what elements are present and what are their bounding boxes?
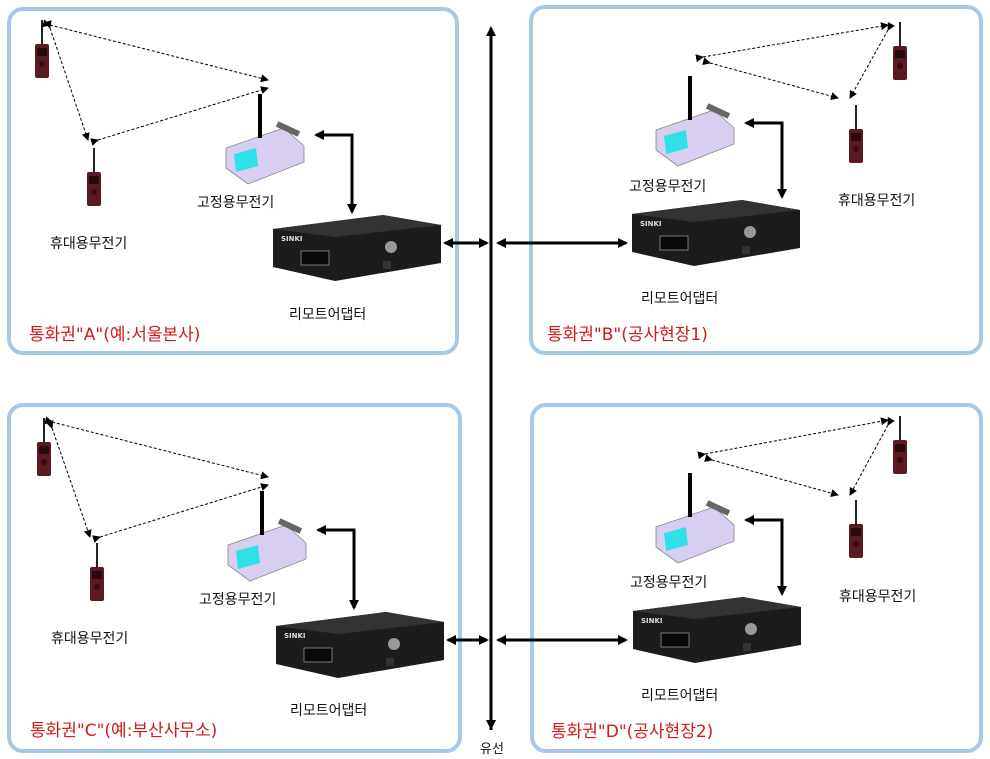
- remote-adapter-label: 리모트어댑터: [289, 307, 367, 323]
- fixed-radio-label: 고정용무전기: [630, 575, 708, 591]
- fixed-radio-label: 고정용무전기: [199, 592, 277, 608]
- zone-d-box: [530, 403, 983, 753]
- fixed-radio-icon: [655, 75, 735, 167]
- wire-label: 유선: [480, 742, 504, 757]
- portable-radio-icon: [90, 543, 104, 601]
- remote-adapter-label: 리모트어댑터: [290, 703, 368, 719]
- remote-adapter-label: 리모트어댑터: [641, 291, 719, 307]
- portable-radio-icon: [893, 22, 907, 80]
- remote-adapter-icon: [631, 199, 801, 267]
- remote-adapter-icon: [272, 214, 442, 282]
- fixed-radio-label: 고정용무전기: [629, 179, 707, 195]
- portable-radio-icon: [849, 105, 863, 163]
- portable-radio-icon: [35, 20, 49, 78]
- zone-title: 통화권"D"(공사현장2): [551, 722, 714, 742]
- remote-adapter-label: 리모트어댑터: [641, 688, 719, 704]
- zone-title: 통화권"B"(공사현장1): [547, 325, 708, 345]
- fixed-radio-label: 고정용무전기: [197, 195, 275, 211]
- zone-title: 통화권"C"(예:부산사무소): [30, 721, 218, 741]
- fixed-radio-icon: [225, 93, 305, 185]
- portable-radio-label: 휴대용무전기: [838, 193, 916, 209]
- portable-radio-icon: [849, 500, 863, 558]
- portable-radio-icon: [87, 148, 101, 206]
- zone-title: 통화권"A"(예:서울본사): [29, 325, 201, 345]
- portable-radio-label: 휴대용무전기: [50, 236, 128, 252]
- remote-adapter-icon: [275, 611, 445, 679]
- portable-radio-label: 휴대용무전기: [51, 631, 129, 647]
- fixed-radio-icon: [227, 490, 307, 582]
- portable-radio-icon: [893, 416, 907, 474]
- remote-adapter-icon: [632, 596, 802, 664]
- fixed-radio-icon: [655, 472, 735, 564]
- portable-radio-label: 휴대용무전기: [839, 589, 917, 605]
- portable-radio-icon: [37, 418, 51, 476]
